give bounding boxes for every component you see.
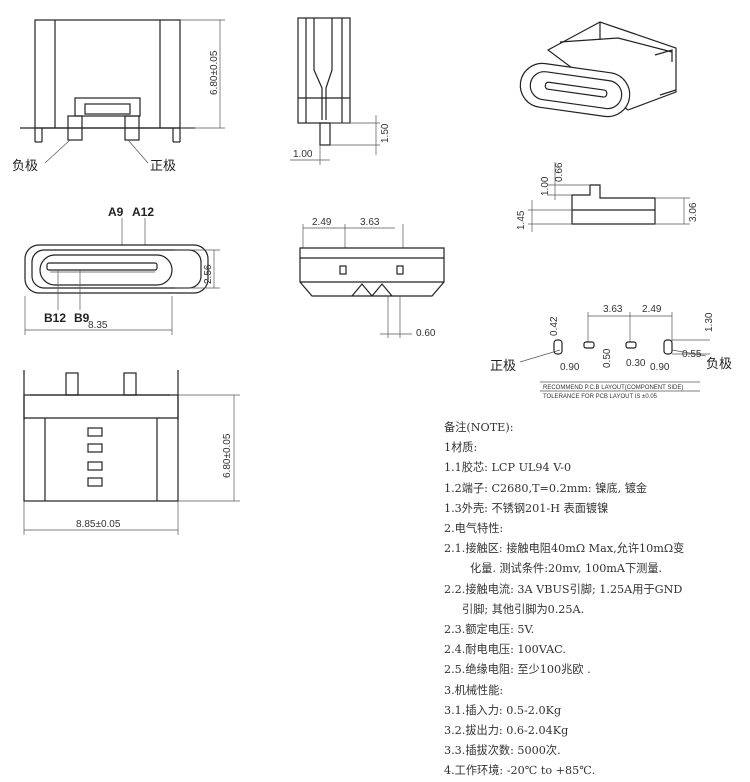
front-view: 6.80±0.05 负极 正极 xyxy=(12,19,225,174)
layout-dim-090: 0.90 xyxy=(560,362,580,373)
note-line: 2.1.接触区: 接触电阻40mΩ Max,允许10mΩ变 xyxy=(444,542,685,556)
notes-title: 备注(NOTE): xyxy=(444,421,514,434)
note-line: 2.2.接触电流: 3A VBUS引脚; 1.25A用于GND xyxy=(444,582,683,596)
top-view: 2.49 3.63 0.60 xyxy=(299,217,445,339)
pin-label-b9: B9 xyxy=(74,311,90,325)
bottom-view: 6.80±0.05 8.85±0.05 xyxy=(23,370,240,535)
pad-mid-left xyxy=(583,341,595,349)
isometric-view xyxy=(519,21,677,118)
bottom-height-dim: 6.80±0.05 xyxy=(222,433,233,478)
note-line: 3.1.插入力: 0.5-2.0Kg xyxy=(444,703,562,717)
note-line: 3.机械性能: xyxy=(444,683,504,697)
top-dim-249: 2.49 xyxy=(312,217,332,228)
note-line: 3.3.插拔次数: 5000次. xyxy=(444,744,561,758)
pin-label-b12: B12 xyxy=(44,311,66,325)
note-line: 4.工作环境: -20℃ to +85℃. xyxy=(444,764,596,778)
note-line: 化量. 测试条件:20mv, 100mA下测量. xyxy=(470,562,663,576)
negative-label: 负极 xyxy=(12,159,38,174)
pcb-side-dim-066: 0.66 xyxy=(554,162,565,182)
note-line: 2.电气特性: xyxy=(444,522,504,536)
port-height-dim: 2.56 xyxy=(203,264,214,284)
layout-dim-050: 0.50 xyxy=(602,348,613,368)
note-line: 引脚; 其他引脚为0.25A. xyxy=(462,602,585,616)
note-line: 2.3.额定电压: 5V. xyxy=(444,623,535,637)
drawing-canvas: 6.80±0.05 负极 正极 1.00 1.50 xyxy=(12,17,732,535)
port-width-dim: 8.35 xyxy=(88,320,108,331)
tolerance-note: TOLERANCE FOR PCB LAYOUT IS ±0.05 xyxy=(543,394,658,400)
pin-label-a9: A9 xyxy=(108,205,124,219)
positive-label: 正极 xyxy=(150,159,176,174)
recommend-note: RECOMMEND P.C.B LAYOUT(COMPONENT SIDE) xyxy=(543,385,683,391)
negative-label-2: 负极 xyxy=(706,357,732,372)
pad-right xyxy=(663,339,673,355)
layout-dim-055: 0.55 xyxy=(682,349,702,360)
top-pin-dim: 0.60 xyxy=(416,328,436,339)
positive-label-2: 正极 xyxy=(490,359,516,374)
pcb-side-dim-306: 3.06 xyxy=(688,202,699,222)
pcb-side-profile: 1.00 0.66 1.45 3.06 xyxy=(516,162,699,232)
layout-dim-090b: 0.90 xyxy=(650,362,670,373)
note-line: 1.3外壳: 不锈钢201-H 表面镀镍 xyxy=(444,501,609,515)
layout-dim-030: 0.30 xyxy=(626,358,646,369)
notes-block: 备注(NOTE): 1材质: 1.1胶芯: LCP UL94 V-0 1.2端子… xyxy=(444,418,744,782)
note-line: 2.4.耐电电压: 100VAC. xyxy=(444,643,566,657)
note-line: 1.2端子: C2680,T=0.2mm: 镍底, 镀金 xyxy=(444,481,648,495)
note-line: 1材质: xyxy=(444,441,478,455)
layout-dim-042: 0.42 xyxy=(549,316,560,336)
side-offset-dim: 1.00 xyxy=(293,149,313,160)
top-dim-363: 3.63 xyxy=(360,217,380,228)
side-view: 1.00 1.50 xyxy=(290,17,391,165)
layout-dim-363: 3.63 xyxy=(603,304,623,315)
note-line: 1.1胶芯: LCP UL94 V-0 xyxy=(444,461,572,475)
pcb-layout: 3.63 2.49 0.42 1.30 0.90 0.50 0.30 0.55 … xyxy=(490,304,732,400)
pad-left xyxy=(553,339,563,355)
layout-dim-249: 2.49 xyxy=(642,304,662,315)
front-height-dim: 6.80±0.05 xyxy=(209,50,220,95)
side-pin-dim: 1.50 xyxy=(380,123,391,143)
bottom-width-dim: 8.85±0.05 xyxy=(76,519,121,530)
front-body xyxy=(34,19,181,129)
note-line: 3.2.拔出力: 0.6-2.04Kg xyxy=(444,724,569,738)
pin-label-a12: A12 xyxy=(132,205,154,219)
pcb-side-dim-145: 1.45 xyxy=(516,210,527,230)
layout-dim-130: 1.30 xyxy=(704,312,715,332)
pad-mid-right xyxy=(625,341,637,349)
port-face-view: A9 A12 B12 B9 8.35 2.56 xyxy=(24,205,220,335)
note-line: 2.5.绝缘电阻: 至少100兆欧 . xyxy=(444,663,591,677)
pcb-side-dim-100: 1.00 xyxy=(540,176,551,196)
